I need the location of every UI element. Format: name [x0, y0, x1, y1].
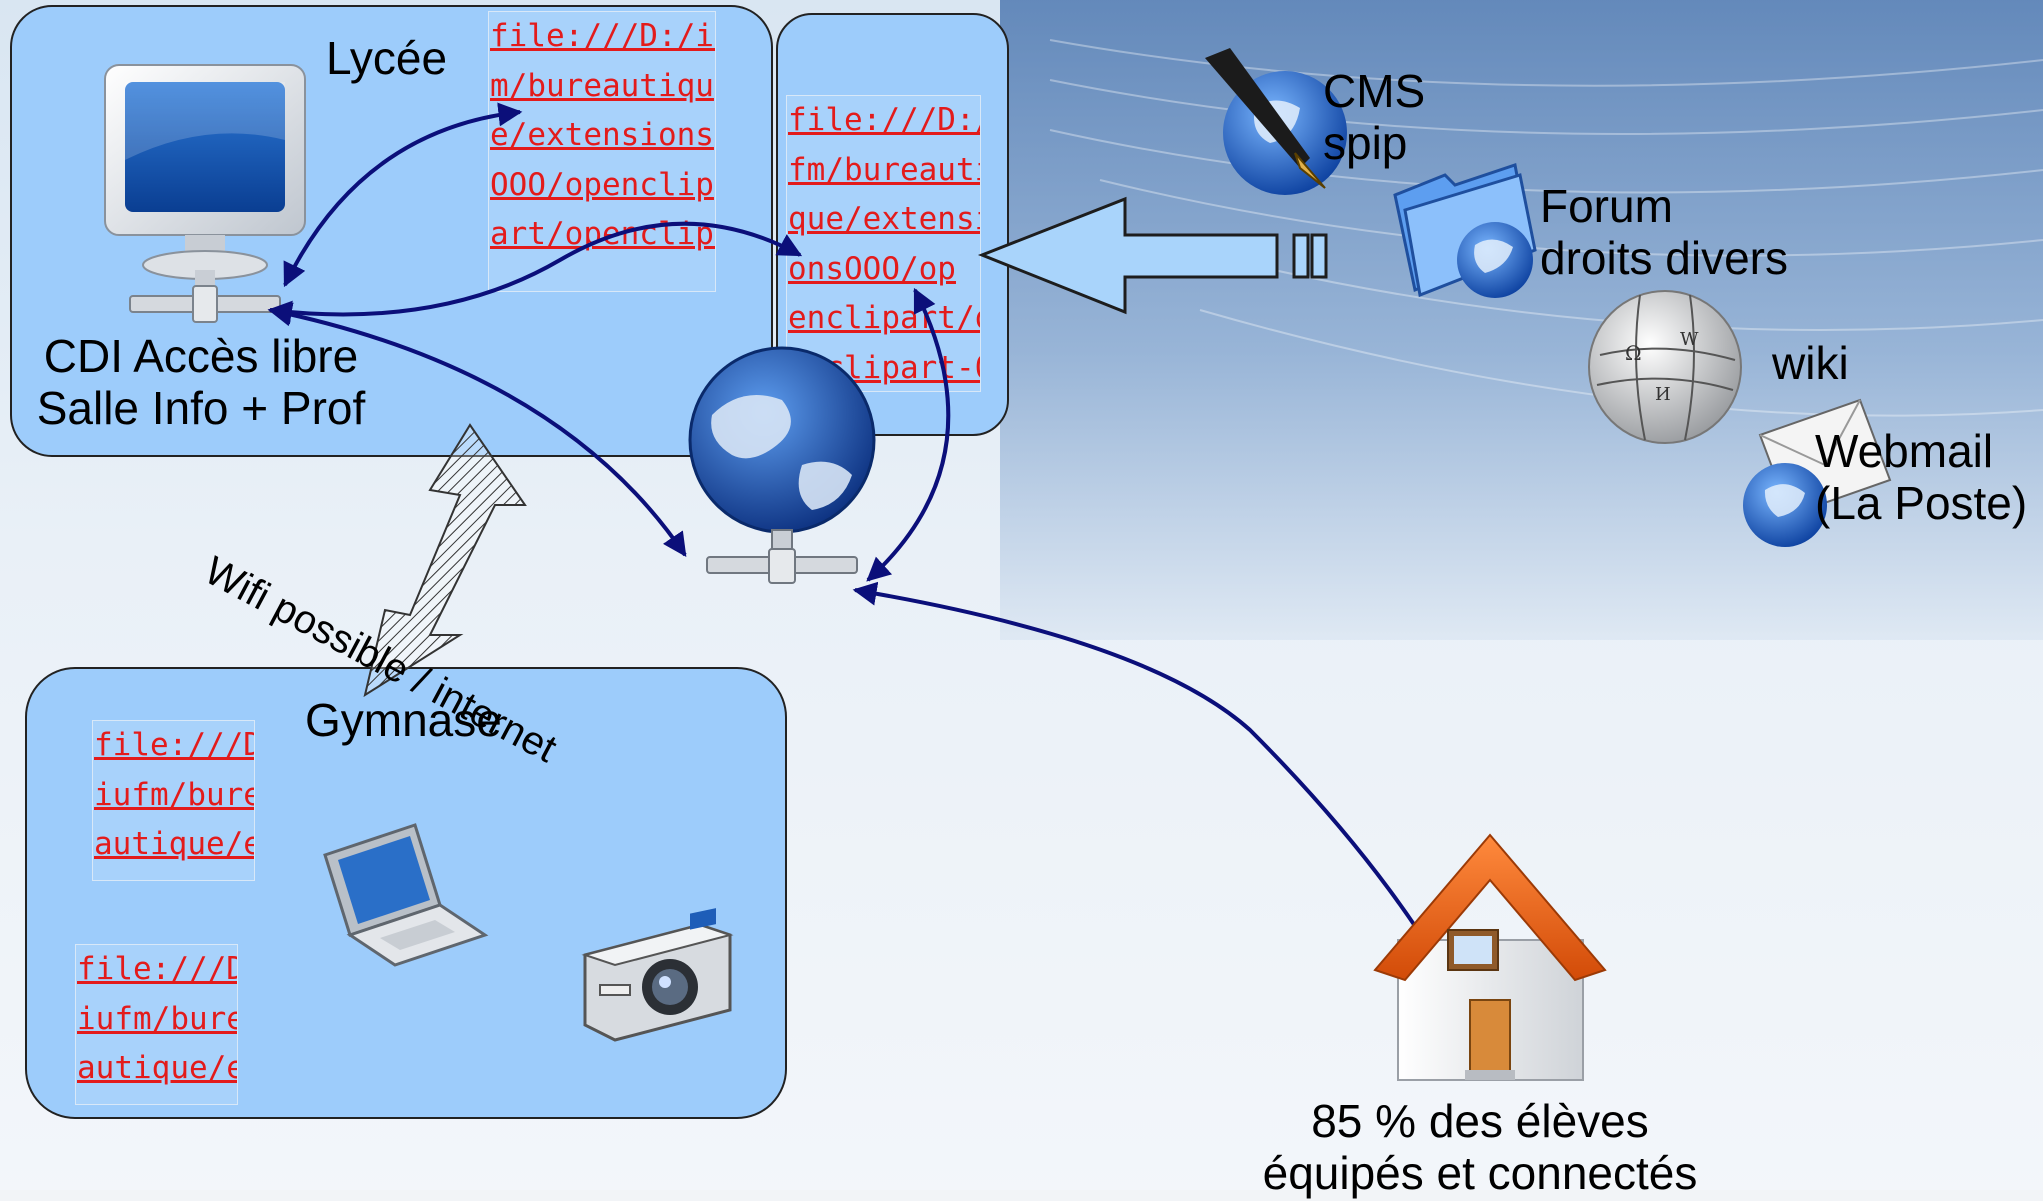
svg-text:Ω: Ω — [1625, 341, 1642, 365]
webmail-label-line: (La Poste) — [1815, 477, 2028, 529]
arrow-computer-globe — [267, 302, 687, 557]
forum-folder-icon — [1393, 163, 1537, 298]
webmail-label-line: Webmail — [1815, 425, 1994, 477]
webmail-label: Webmail (La Poste) — [1815, 425, 2027, 529]
link-line[interactable]: file:///D:/ — [94, 727, 254, 763]
link-line[interactable]: onsOOO/op — [788, 250, 956, 287]
forum-label-line: Forum — [1540, 180, 1673, 232]
link-line[interactable]: autique/e — [94, 826, 255, 862]
services-arrow — [977, 196, 1328, 315]
link-line[interactable]: iufm/bure — [77, 1000, 238, 1037]
link-line[interactable]: que/extensi — [788, 201, 981, 237]
link-line[interactable]: file:///D:/iu — [788, 102, 980, 138]
home-label-line: équipés et connectés — [1262, 1147, 1698, 1199]
wiki-label: wiki — [1772, 337, 1849, 389]
cms-pen-globe-icon — [1205, 48, 1347, 195]
link-line[interactable]: file:///D:/ — [77, 951, 237, 987]
forum-label: Forum droits divers — [1540, 180, 1788, 284]
home-label: 85 % des élèves équipés et connectés — [1240, 1095, 1720, 1199]
camera-icon — [581, 908, 734, 1042]
lycee-title: Lycée — [326, 32, 448, 84]
arrow-computer-link2 — [267, 221, 803, 325]
link-line[interactable]: m/bureautiqu — [490, 67, 714, 104]
link-line[interactable]: iufm/bure — [94, 776, 255, 813]
link-line[interactable]: file:///D:/iuf — [490, 18, 715, 54]
home-label-line: 85 % des élèves — [1311, 1095, 1649, 1147]
link-line[interactable]: autique/e — [77, 1050, 238, 1086]
cms-label-line: spip — [1323, 117, 1408, 169]
gymnase-title: Gymnase — [305, 694, 502, 746]
link-line[interactable]: OOO/openclip — [490, 166, 714, 203]
gymnase-link-2[interactable]: file:///D:/ iufm/bure autique/e — [75, 944, 238, 1105]
link-line[interactable]: e/extensions — [490, 117, 714, 153]
svg-text:И: И — [1655, 384, 1671, 405]
laptop-icon — [323, 823, 489, 967]
cms-label: CMS spip — [1323, 65, 1425, 169]
arrow-computer-link1 — [283, 102, 523, 288]
monitor-icon — [104, 64, 306, 323]
link-line[interactable]: fm/bureauti — [788, 151, 981, 188]
house-icon — [1373, 833, 1607, 1081]
arrow-globe-link2 — [866, 287, 951, 582]
webmail-icon — [1743, 398, 1892, 547]
cms-label-line: CMS — [1323, 65, 1426, 117]
wikipedia-icon: Ω W И — [1588, 290, 1742, 444]
forum-label-line: droits divers — [1540, 232, 1788, 284]
gymnase-link-1[interactable]: file:///D:/ iufm/bure autique/e — [92, 720, 255, 881]
svg-text:W: W — [1680, 329, 1699, 350]
